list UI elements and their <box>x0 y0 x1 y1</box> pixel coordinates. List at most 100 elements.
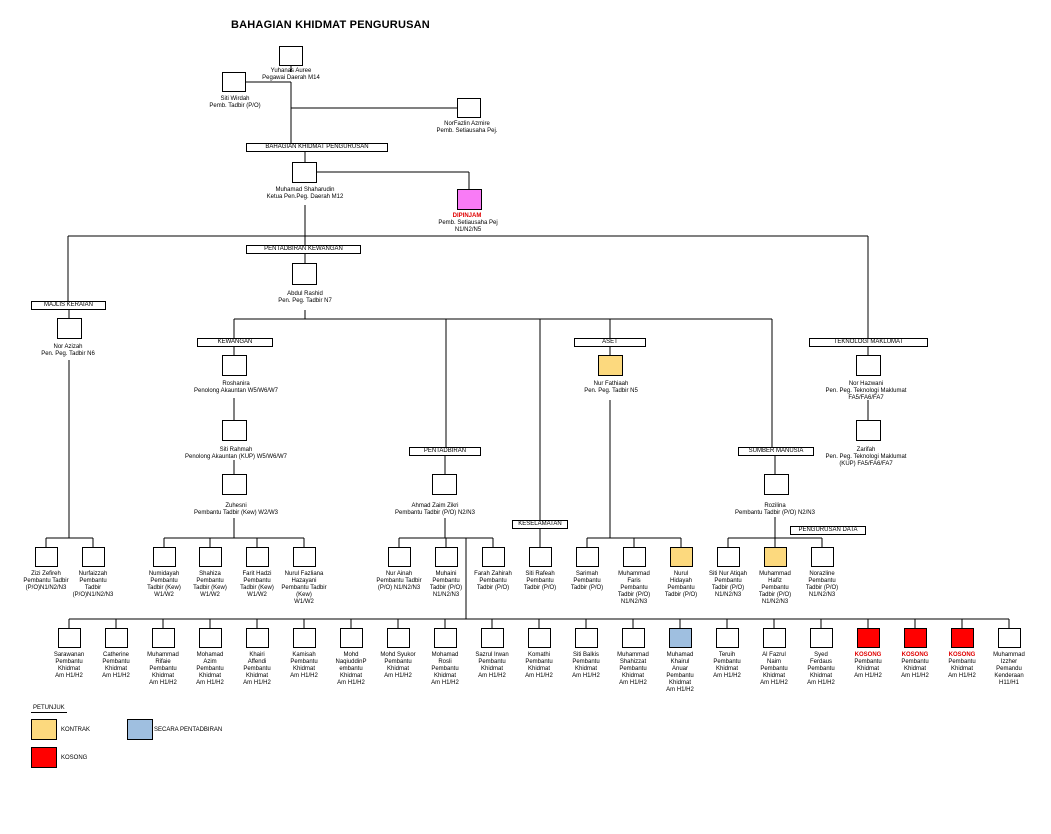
label-abdul: Abdul Rashid Pen. Peg. Tadbir N7 <box>278 291 332 304</box>
box-row2-6 <box>293 628 316 648</box>
box-row2-5 <box>246 628 269 648</box>
label-kosong-19: KOSONG <box>901 652 929 658</box>
box-row2-13 <box>622 628 645 648</box>
banner-bkp: BAHAGIAN KHIDMAT PENGURUSAN <box>246 143 388 152</box>
banner-kewangan: KEWANGAN <box>197 338 273 347</box>
box-row2-7 <box>340 628 363 648</box>
box-numidayah <box>153 547 176 567</box>
box-row2-3 <box>152 628 175 648</box>
box-zuhesni <box>222 474 247 495</box>
label-dipinjam-role: Pemb. Setiausaha Pej N1/N2/N5 <box>438 220 498 233</box>
label-row2-7: Mohd NaqiuddinP embantu Khidmat Am H1/H2 <box>335 652 367 686</box>
legend-label-kontrak: KONTRAK <box>61 727 91 733</box>
label-row2-5: Khairi Affendi Pembantu Khidmat Am H1/H2 <box>243 652 271 686</box>
label-row2-12: Siti Balkis Pembantu Khidmat Am H1/H2 <box>572 652 600 679</box>
label-row2-2: Catherine Pembantu Khidmat Am H1/H2 <box>102 652 130 679</box>
banner-pentadbiran-kewangan: PENTADBIRAN KEWANGAN <box>246 245 361 254</box>
label-muhammad-hafiz: Muhammad Hafiz Pembantu Tadbir (P/O) N1/… <box>758 571 792 605</box>
legend-swatch-kontrak <box>31 719 57 740</box>
box-dipinjam <box>457 189 482 210</box>
box-farit <box>246 547 269 567</box>
box-row2-21 <box>998 628 1021 648</box>
label-norfazlin: NorFazlin Azmire Pemb. Setiausaha Pej. <box>436 121 498 134</box>
box-nurfaizzah <box>82 547 105 567</box>
box-wirdah <box>222 72 246 92</box>
box-siti-nur-atiqah <box>717 547 740 567</box>
label-row2-16: Al Fazrul Naim Pembantu Khidmat Am H1/H2 <box>760 652 788 686</box>
box-norazline <box>811 547 834 567</box>
box-yuhanas <box>279 46 303 66</box>
label-row2-8: Mohd Syukor Pembantu Khidmat Am H1/H2 <box>380 652 416 679</box>
box-shahiza <box>199 547 222 567</box>
label-row2-19: Pembantu Khidmat Am H1/H2 <box>901 659 929 679</box>
banner-teknologi-maklumat: TEKNOLOGI MAKLUMAT <box>809 338 928 347</box>
label-nurul-hidayah: Nurul Hidayah Pembantu Tadbir (P/O) <box>664 571 698 598</box>
banner-sumber-manusia: SUMBER MANUSIA <box>738 447 814 456</box>
label-zarifah: Zarifah Pen. Peg. Teknologi Maklumat (KU… <box>825 447 907 467</box>
label-muhaini: Muhaini Pembantu Tadbir (P/O) N1/N2/N3 <box>429 571 463 598</box>
box-fathiaah <box>598 355 623 376</box>
label-row2-15: Teruih Pembantu Khidmat Am H1/H2 <box>713 652 741 679</box>
box-sarimah <box>576 547 599 567</box>
label-rozilina: Rozilina Pembantu Tadbir (P/O) N2/N3 <box>735 503 815 516</box>
box-row2-16 <box>763 628 786 648</box>
banner-aset: ASET <box>574 338 646 347</box>
label-yuhanas: Yuhanas Auree Pegawai Daerah M14 <box>262 68 320 81</box>
label-numidayah: Numidayah Pembantu Tadbir (Kew) W1/W2 <box>147 571 181 598</box>
box-muhammad-faris <box>623 547 646 567</box>
label-farit: Farit Hadzi Pembantu Tadbir (Kew) W1/W2 <box>240 571 274 598</box>
box-muhammad-hafiz <box>764 547 787 567</box>
box-nurul-fazliana <box>293 547 316 567</box>
label-hazwani: Nor Hazwani Pen. Peg. Teknologi Maklumat… <box>825 381 907 401</box>
box-row2-17 <box>810 628 833 648</box>
label-muhammad-faris: Muhammad Faris Pembantu Tadbir (P/O) N1/… <box>617 571 651 605</box>
label-siti-nur-atiqah: Siti Nur Atiqah Pembantu Tadbir (P/O) N1… <box>708 571 748 598</box>
box-row2-8 <box>387 628 410 648</box>
box-nur-ainah <box>388 547 411 567</box>
box-row2-11 <box>528 628 551 648</box>
label-row2-11: Komathi Pembantu Khidmat Am H1/H2 <box>525 652 553 679</box>
box-hazwani <box>856 355 881 376</box>
box-muhaini <box>435 547 458 567</box>
label-kosong-18: KOSONG <box>854 652 882 658</box>
label-row2-3: Muhammad Rifaie Pembantu Khidmat Am H1/H… <box>147 652 179 686</box>
box-ahmad-zaim <box>432 474 457 495</box>
legend-label-secara-pentadbiran: SECARA PENTADBIRAN <box>154 727 223 733</box>
label-farah: Farah Zahirah Pembantu Tadbir (P/O) <box>474 571 512 591</box>
banner-majlis-keraian: MAJLIS KERAIAN <box>31 301 106 310</box>
box-zizi <box>35 547 58 567</box>
label-rahmah: Siti Rahmah Penolong Akauntan (KUP) W5/W… <box>184 447 288 460</box>
label-wirdah: Siti Wirdah Pemb. Tadbir (P/O) <box>209 96 261 109</box>
label-row2-10: Sazrul Irwan Pembantu Khidmat Am H1/H2 <box>475 652 509 679</box>
box-row2-4 <box>199 628 222 648</box>
box-row2-9 <box>434 628 457 648</box>
box-row2-15 <box>716 628 739 648</box>
label-roshanira: Roshanira Penolong Akauntan W5/W6/W7 <box>193 381 279 394</box>
label-row2-14: Muhamad Khairul Anuar Pembantu Khidmat A… <box>666 652 694 693</box>
box-row2-19 <box>904 628 927 648</box>
label-nurfaizzah: Nurfaizzah Pembantu Tadbir (P/O)N1/N2/N3 <box>72 571 114 598</box>
banner-pengurusan-data: PENGURUSAN DATA <box>790 526 866 535</box>
label-zizi: Zizi Zefireh Pembantu Tadbir (P/O)N1/N2/… <box>23 571 69 591</box>
box-siti-rafeah <box>529 547 552 567</box>
label-kosong-20: KOSONG <box>948 652 976 658</box>
box-rahmah <box>222 420 247 441</box>
box-row2-10 <box>481 628 504 648</box>
box-row2-12 <box>575 628 598 648</box>
label-dipinjam-status: DIPINJAM <box>452 213 482 219</box>
label-row2-21: Muhammad Izzher Pemandu Kenderaan H11/H1 <box>993 652 1025 686</box>
box-nurul-hidayah <box>670 547 693 567</box>
box-roshanira <box>222 355 247 376</box>
label-azizah: Nor Azizah Pen. Peg. Tadbir N6 <box>41 344 95 357</box>
box-farah <box>482 547 505 567</box>
box-abdul <box>292 263 317 285</box>
label-shaharudin: Muhamad Shaharudin Ketua Pen.Peg. Daerah… <box>266 187 344 200</box>
label-row2-4: Mohamad Azim Pembantu Khidmat Am H1/H2 <box>196 652 224 686</box>
label-row2-18: Pembantu Khidmat Am H1/H2 <box>854 659 882 679</box>
label-nur-ainah: Nur Ainah Pembantu Tadbir (P/O) N1/N2/N3 <box>376 571 422 591</box>
box-azizah <box>57 318 82 339</box>
box-zarifah <box>856 420 881 441</box>
label-fathiaah: Nur Fathiaah Pen. Peg. Tadbir N5 <box>584 381 638 394</box>
